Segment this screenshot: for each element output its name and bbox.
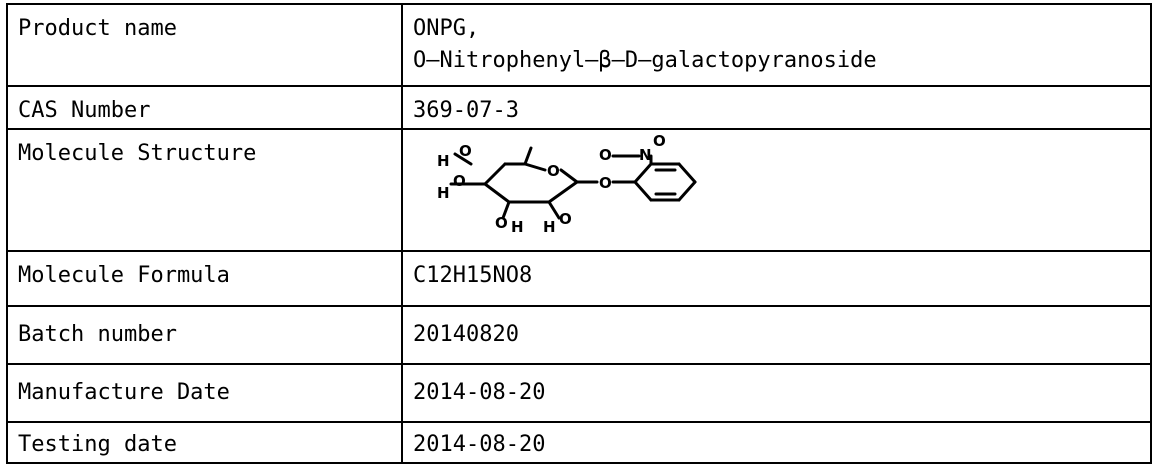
structure-ring-oxygen: O (547, 162, 560, 180)
value-molecule-formula: C12H15NO8 (401, 250, 1152, 307)
value-manufacture-date: 2014-08-20 (401, 363, 1152, 423)
structure-oxygen-2: O (453, 172, 466, 190)
label-cas-number: CAS Number (6, 85, 403, 130)
row-molecule-formula: Molecule Formula C12H15NO8 (6, 250, 1152, 307)
label-batch-number: Batch number (6, 305, 403, 365)
row-product-name: Product name ONPG, O—Nitrophenyl—β—D—gal… (6, 3, 1152, 87)
row-cas-number: CAS Number 369-07-3 (6, 85, 1152, 130)
structure-hydrogen-1: H (437, 152, 450, 170)
product-spec-sheet: Product name ONPG, O—Nitrophenyl—β—D—gal… (6, 3, 1152, 467)
structure-oxygen-5: O (599, 174, 612, 192)
label-molecule-formula: Molecule Formula (6, 250, 403, 307)
label-molecule-structure: Molecule Structure (6, 128, 403, 252)
value-batch-number: 20140820 (401, 305, 1152, 365)
value-molecule-structure: O H O H O O H H O O O N O (401, 128, 1152, 252)
product-name-line-1: ONPG, (413, 16, 480, 41)
label-product-name: Product name (6, 3, 403, 87)
structure-hydrogen-2: H (437, 184, 450, 202)
value-testing-date: 2014-08-20 (401, 421, 1152, 464)
structure-oxygen-7: O (653, 132, 666, 150)
structure-hydrogen-4: H (543, 218, 556, 234)
structure-hydrogen-3: H (511, 218, 524, 234)
structure-oxygen-4: O (559, 210, 572, 228)
label-manufacture-date: Manufacture Date (6, 363, 403, 423)
row-manufacture-date: Manufacture Date 2014-08-20 (6, 363, 1152, 423)
value-cas-number: 369-07-3 (401, 85, 1152, 130)
structure-nitrogen: N (639, 146, 652, 164)
product-spec-table: Product name ONPG, O—Nitrophenyl—β—D—gal… (6, 3, 1152, 464)
row-testing-date: Testing date 2014-08-20 (6, 421, 1152, 464)
structure-oxygen-3: O (495, 214, 508, 232)
label-testing-date: Testing date (6, 421, 403, 464)
structure-oxygen-6: O (599, 146, 612, 164)
row-batch-number: Batch number 20140820 (6, 305, 1152, 365)
row-molecule-structure: Molecule Structure (6, 128, 1152, 252)
product-name-line-2: O—Nitrophenyl—β—D—galactopyranoside (413, 48, 877, 73)
molecule-structure-diagram: O H O H O O H H O O O N O (437, 132, 697, 234)
value-product-name: ONPG, O—Nitrophenyl—β—D—galactopyranosid… (401, 3, 1152, 87)
structure-oxygen-1: O (459, 142, 472, 160)
